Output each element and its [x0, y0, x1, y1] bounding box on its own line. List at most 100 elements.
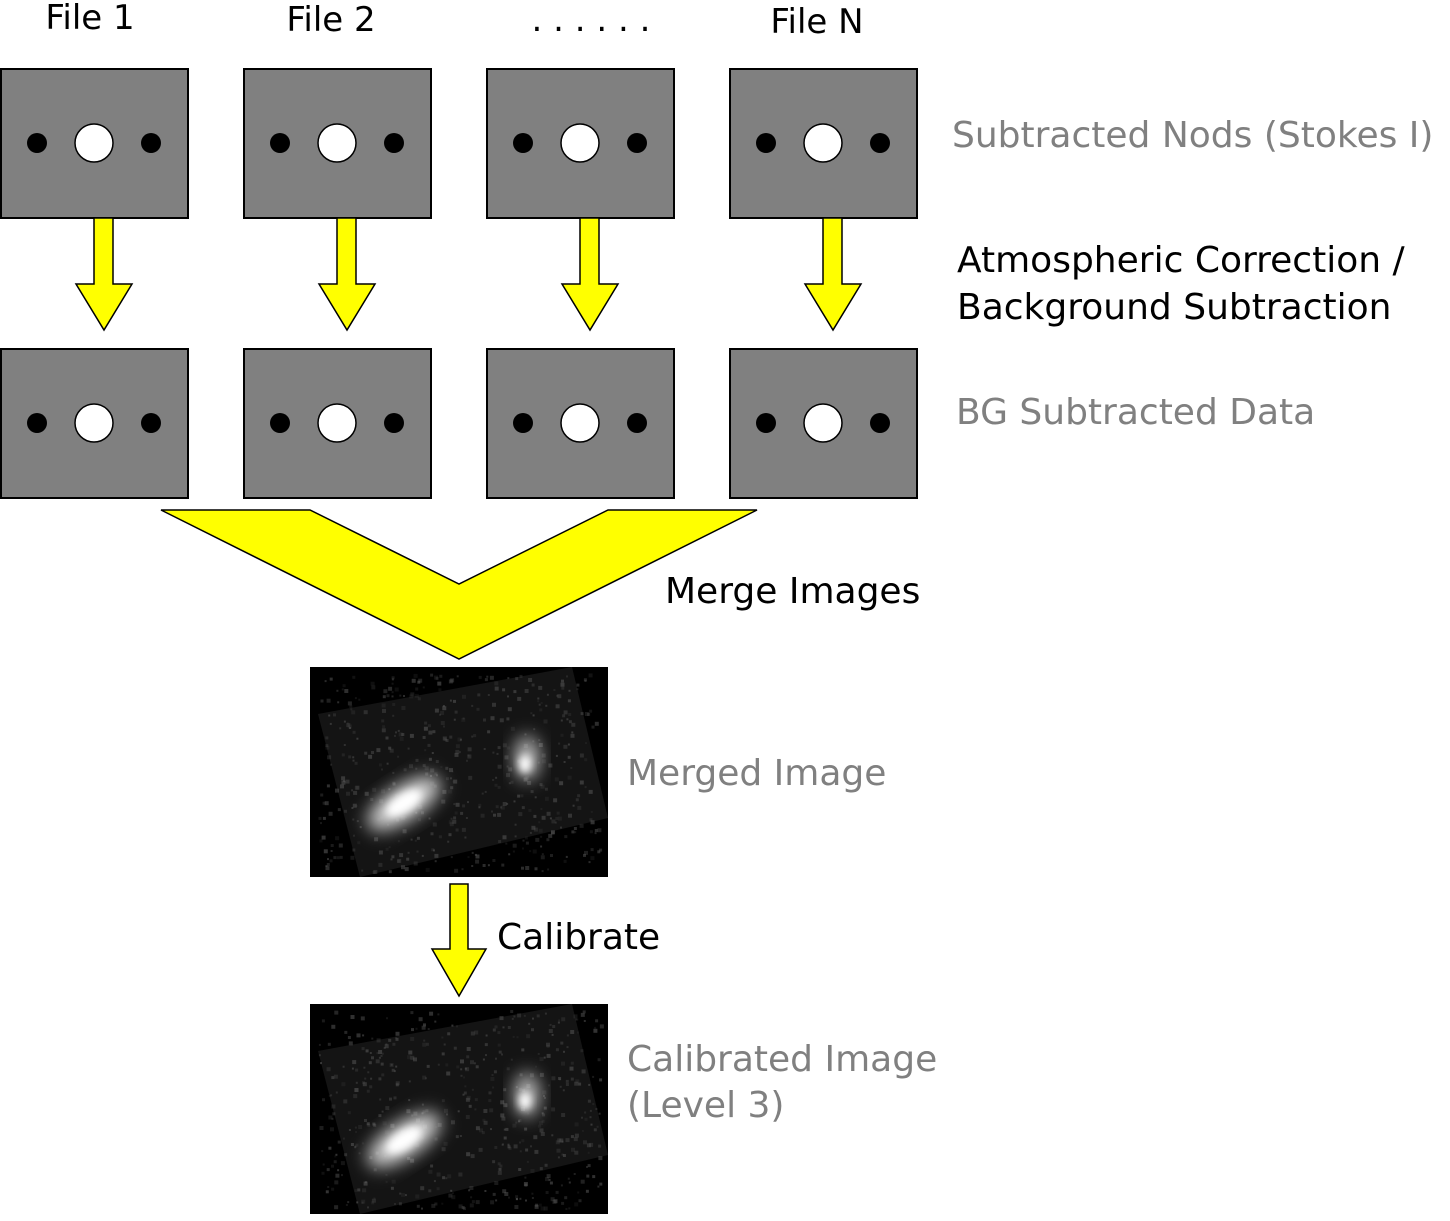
noise-speck: [463, 1091, 467, 1095]
noise-speck: [366, 1089, 370, 1093]
noise-speck: [385, 736, 389, 740]
noise-speck: [568, 720, 572, 724]
noise-speck: [534, 867, 538, 871]
noise-speck: [587, 1099, 591, 1103]
down-arrow-icon: [803, 217, 863, 332]
noise-speck: [511, 1017, 514, 1020]
noise-speck: [530, 1145, 532, 1148]
noise-speck: [321, 1171, 325, 1175]
noise-speck: [341, 776, 346, 781]
noise-speck: [531, 1197, 534, 1199]
noise-speck: [434, 708, 439, 713]
noise-speck: [490, 716, 495, 721]
noise-speck: [444, 1108, 448, 1113]
noise-speck: [346, 723, 351, 728]
noise-speck: [508, 782, 511, 785]
noise-speck: [560, 1041, 564, 1045]
noise-speck: [331, 1104, 336, 1109]
noise-speck: [583, 1140, 587, 1145]
noise-speck: [372, 787, 377, 792]
noise-speck: [427, 743, 431, 747]
stage-label-calibrated-level: (Level 3): [627, 1085, 784, 1126]
noise-speck: [378, 850, 383, 855]
noise-speck: [566, 1046, 569, 1049]
noise-speck: [345, 1204, 348, 1206]
noise-speck: [381, 1110, 384, 1113]
noise-speck: [533, 814, 537, 818]
noise-speck: [579, 823, 584, 828]
noise-speck: [354, 785, 359, 790]
noise-speck: [494, 783, 498, 787]
noise-speck: [352, 803, 357, 808]
noise-speck: [368, 1061, 372, 1065]
noise-speck: [557, 694, 562, 699]
noise-speck: [507, 1143, 510, 1146]
noise-speck: [335, 1153, 338, 1156]
noise-speck: [508, 1146, 512, 1150]
noise-speck: [440, 765, 443, 768]
noise-speck: [524, 836, 528, 840]
noise-speck: [466, 1095, 471, 1100]
noise-speck: [454, 811, 458, 815]
noise-speck: [327, 1042, 331, 1046]
noise-speck: [558, 742, 561, 745]
noise-speck: [455, 802, 460, 807]
noise-speck: [539, 708, 543, 712]
noise-speck: [430, 673, 434, 677]
noise-speck: [545, 1191, 549, 1194]
noise-speck: [356, 737, 359, 740]
noise-speck: [352, 675, 356, 679]
noise-speck: [538, 1203, 542, 1207]
noise-speck: [524, 733, 527, 736]
noise-speck: [499, 1164, 503, 1168]
noise-speck: [546, 1042, 550, 1047]
noise-speck: [399, 736, 404, 741]
noise-speck: [575, 798, 579, 802]
noise-speck: [453, 803, 456, 806]
noise-speck: [517, 1013, 522, 1018]
noise-speck: [341, 1082, 346, 1087]
noise-speck: [441, 1036, 444, 1039]
noise-speck: [500, 805, 505, 810]
noise-speck: [391, 1068, 395, 1072]
noise-speck: [362, 1034, 365, 1037]
noise-speck: [536, 1014, 540, 1018]
noise-speck: [410, 838, 413, 841]
noise-speck: [586, 1166, 588, 1168]
noise-speck: [361, 1199, 366, 1204]
noise-speck: [415, 758, 419, 762]
noise-speck: [464, 1067, 467, 1070]
noise-speck: [465, 1067, 470, 1072]
noise-speck: [556, 694, 559, 697]
noise-speck: [348, 755, 352, 759]
noise-speck: [502, 1189, 507, 1194]
noise-speck: [489, 1108, 494, 1113]
noise-speck: [354, 1189, 358, 1193]
noise-speck: [512, 1035, 515, 1038]
noise-speck: [487, 694, 490, 696]
noise-speck: [356, 1033, 361, 1038]
noise-speck: [414, 693, 419, 698]
noise-speck: [441, 1052, 445, 1056]
noise-speck: [524, 1127, 528, 1131]
noise-speck: [386, 694, 390, 698]
noise-speck: [461, 827, 466, 832]
noise-speck: [551, 1033, 554, 1036]
noise-speck: [398, 732, 403, 737]
noise-speck: [504, 1192, 509, 1196]
noise-speck: [432, 730, 436, 734]
noise-speck: [453, 816, 457, 820]
noise-speck: [395, 1081, 400, 1086]
noise-speck: [423, 1039, 426, 1042]
noise-speck: [483, 748, 486, 750]
noise-speck: [451, 1024, 454, 1027]
noise-speck: [466, 1047, 471, 1051]
noise-speck: [436, 774, 438, 777]
noise-speck: [518, 812, 523, 817]
noise-speck: [410, 1011, 414, 1015]
noise-speck: [573, 1014, 578, 1019]
noise-speck: [515, 1121, 518, 1124]
noise-speck: [545, 704, 548, 707]
noise-speck: [551, 830, 555, 835]
noise-speck: [503, 1136, 507, 1140]
